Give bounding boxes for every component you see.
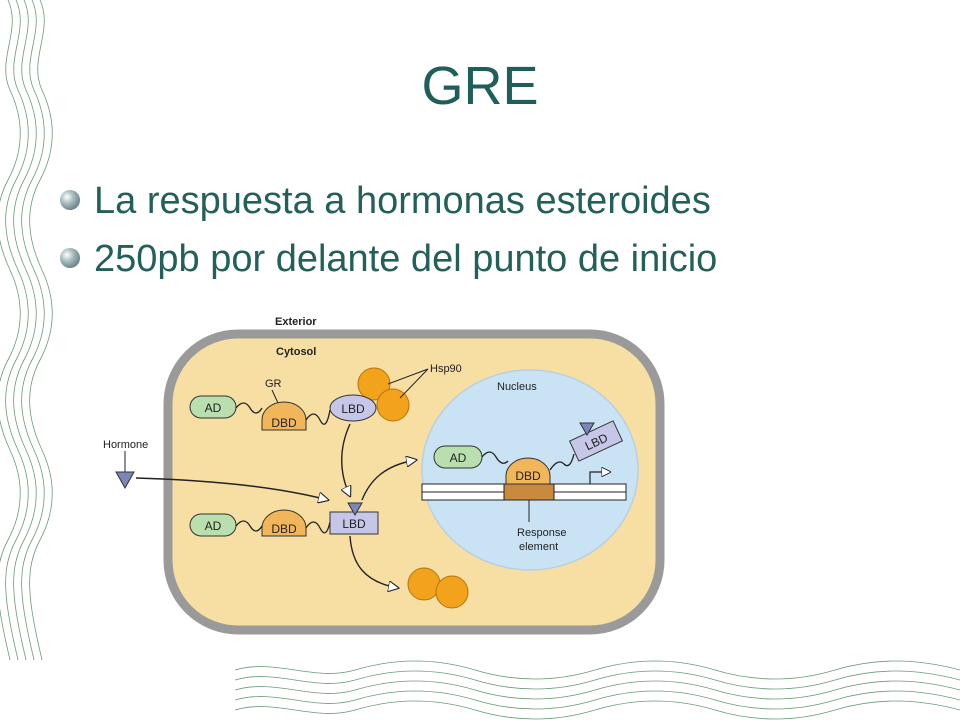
bound-hormone (347, 502, 363, 516)
ad-label: AD (205, 401, 222, 415)
bullet-list: La respuesta a hormonas esteroides 250pb… (60, 178, 717, 294)
dbd-label: DBD (271, 416, 297, 430)
slide-title: GRE (421, 56, 539, 116)
bullet-sphere-icon (60, 190, 80, 210)
dbd-domain (505, 457, 551, 485)
response-element-label-line2: element (519, 541, 558, 553)
lbd-domain (568, 420, 624, 462)
hsp90-protein (435, 575, 469, 609)
bound-hormone (579, 422, 595, 436)
lbd-label: LBD (342, 517, 366, 531)
bullet-sphere-icon (60, 248, 80, 268)
bullet-text: 250pb por delante del punto de inicio (94, 238, 718, 280)
bullet-item: La respuesta a hormonas esteroides (60, 178, 717, 236)
lbd-label: LBD (341, 402, 365, 416)
hsp90-protein (357, 367, 391, 401)
ad-label: AD (450, 451, 467, 465)
exterior-label: Exterior (275, 316, 317, 328)
cytosol-label: Cytosol (276, 346, 316, 358)
hsp90-label: Hsp90 (430, 363, 462, 375)
bullet-text: La respuesta a hormonas esteroides (94, 180, 711, 222)
dbd-domain (261, 509, 307, 537)
left-wave-decoration (0, 0, 53, 660)
hormone-label: Hormone (103, 439, 148, 451)
response-element-label-line1: Response (517, 527, 567, 539)
hsp90-protein (407, 567, 441, 601)
glucocorticoid-receptor-diagram: Exterior Cytosol Nucleus Hsp90 GR AD DBD… (103, 316, 665, 635)
lbd-domain (329, 394, 377, 422)
response-element-region (503, 483, 555, 501)
bottom-wave-decoration (235, 660, 960, 720)
hormone-molecule (115, 471, 135, 490)
ad-label: AD (205, 519, 222, 533)
bullet-item: 250pb por delante del punto de inicio (60, 236, 717, 294)
nucleus-label: Nucleus (497, 381, 537, 393)
dbd-domain (261, 401, 307, 431)
gr-label: GR (265, 378, 282, 390)
dbd-label: DBD (515, 469, 541, 483)
dbd-label: DBD (271, 522, 297, 536)
